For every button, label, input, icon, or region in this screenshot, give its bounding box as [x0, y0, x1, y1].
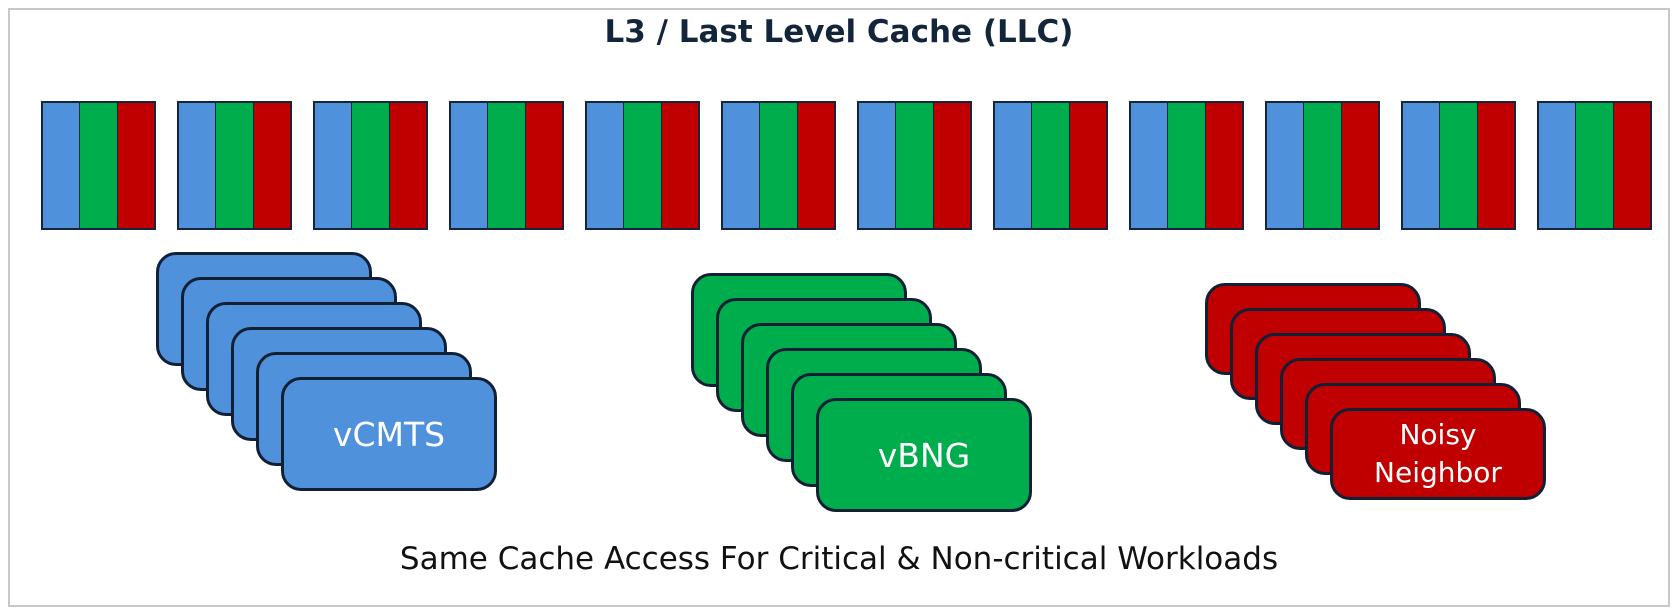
- cache-way-segment: [1032, 103, 1070, 228]
- cache-way-segment: [1576, 103, 1614, 228]
- cache-way-segment: [216, 103, 254, 228]
- cache-way-segment: [624, 103, 662, 228]
- cache-way-segment: [723, 103, 761, 228]
- vbng-card-front: vBNG: [816, 398, 1032, 512]
- cache-way: [449, 101, 564, 230]
- cache-way-segment: [117, 103, 154, 228]
- cache-way-segment: [1069, 103, 1106, 228]
- cache-way-segment: [1440, 103, 1478, 228]
- cache-way-segment: [1613, 103, 1650, 228]
- vbng-label: vBNG: [877, 435, 971, 475]
- diagram-title: L3 / Last Level Cache (LLC): [604, 14, 1074, 50]
- noisy-neighbor-card-front: Noisy Neighbor: [1330, 408, 1546, 500]
- cache-way-segment: [525, 103, 562, 228]
- cache-way-segment: [859, 103, 897, 228]
- cache-way-segment: [1168, 103, 1206, 228]
- cache-way-segment: [451, 103, 489, 228]
- cache-way-segment: [587, 103, 625, 228]
- cache-way: [41, 101, 156, 230]
- cache-way: [1129, 101, 1244, 230]
- cache-way: [1265, 101, 1380, 230]
- cache-way-segment: [389, 103, 426, 228]
- cache-way-segment: [1131, 103, 1169, 228]
- cache-way: [993, 101, 1108, 230]
- vcmts-card-front: vCMTS: [281, 377, 497, 491]
- cache-way-segment: [1304, 103, 1342, 228]
- vcmts-label: vCMTS: [332, 414, 446, 454]
- cache-way-segment: [253, 103, 290, 228]
- cache-way-segment: [995, 103, 1033, 228]
- cache-way: [721, 101, 836, 230]
- cache-way-segment: [1403, 103, 1441, 228]
- cache-way: [585, 101, 700, 230]
- cache-way-segment: [80, 103, 118, 228]
- cache-way-segment: [315, 103, 353, 228]
- cache-way-segment: [1341, 103, 1378, 228]
- cache-way-segment: [797, 103, 834, 228]
- cache-way-segment: [1205, 103, 1242, 228]
- cache-way-segment: [352, 103, 390, 228]
- cache-way-segment: [1267, 103, 1305, 228]
- cache-way-segment: [760, 103, 798, 228]
- cache-way-segment: [179, 103, 217, 228]
- cache-way-segment: [1477, 103, 1514, 228]
- cache-way: [1537, 101, 1652, 230]
- cache-way-segment: [43, 103, 81, 228]
- cache-way-segment: [488, 103, 526, 228]
- cache-way-segment: [661, 103, 698, 228]
- cache-way: [177, 101, 292, 230]
- cache-way-segment: [1539, 103, 1577, 228]
- diagram-caption: Same Cache Access For Critical & Non-cri…: [399, 541, 1279, 577]
- noisy-neighbor-label: Noisy Neighbor: [1374, 418, 1502, 489]
- cache-way-segment: [896, 103, 934, 228]
- cache-way: [313, 101, 428, 230]
- cache-way-segment: [933, 103, 970, 228]
- cache-way: [857, 101, 972, 230]
- cache-way: [1401, 101, 1516, 230]
